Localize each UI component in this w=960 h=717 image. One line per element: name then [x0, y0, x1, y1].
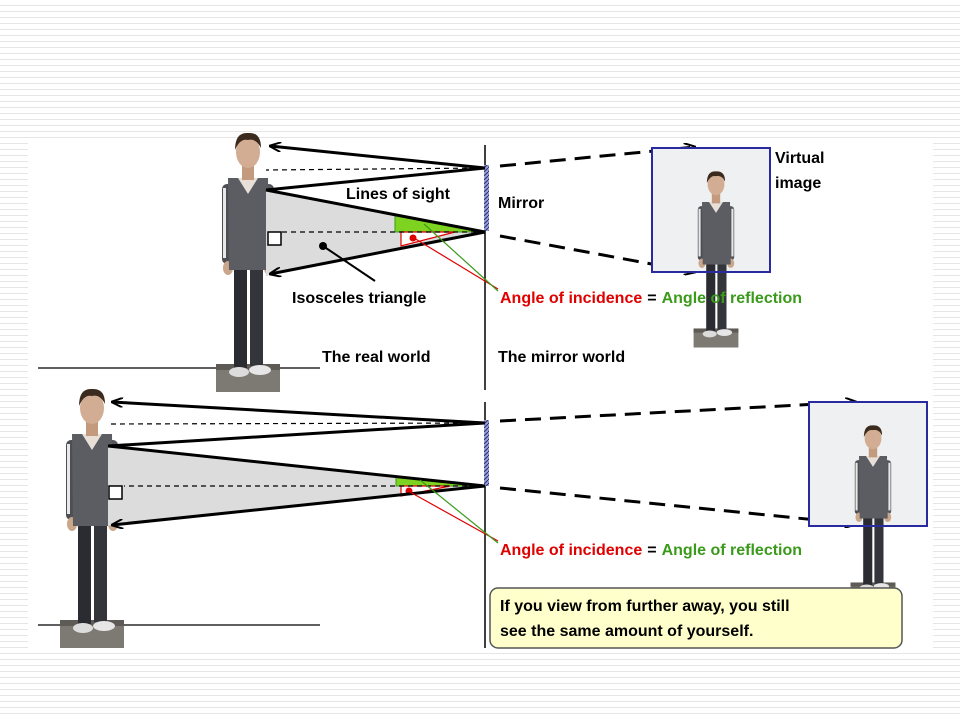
angle-equation-top: Angle of incidence = Angle of reflection	[500, 290, 802, 307]
sight-ray	[112, 402, 486, 425]
angle-incidence-label: Angle of incidence	[500, 542, 642, 559]
eye-box	[108, 485, 123, 500]
reflection-pointer	[423, 223, 499, 292]
mirror-world-label: The mirror world	[498, 349, 625, 366]
equals-sign: =	[647, 290, 656, 307]
projected-ray	[499, 402, 856, 423]
sight-ray	[265, 188, 486, 234]
note-line1: If you view from further away, you still	[500, 598, 790, 615]
triangle-pointer-dot	[319, 242, 327, 250]
incidence-pointer	[413, 237, 499, 290]
triangle-pointer	[322, 245, 376, 282]
virtual-image-label-line1: Virtual	[775, 150, 825, 167]
equals-sign: =	[647, 542, 656, 559]
virtual-image-border	[808, 401, 928, 527]
sight-ray	[107, 444, 486, 488]
isosceles-triangle-label: Isosceles triangle	[292, 290, 426, 307]
eye-box	[267, 231, 282, 246]
mirror-surface	[484, 165, 489, 231]
note-line2: see the same amount of yourself.	[500, 623, 753, 640]
top-scene: Lines of sight Mirror Virtual image Isos…	[38, 132, 825, 393]
incidence-dot	[409, 234, 417, 242]
angle-incidence-label: Angle of incidence	[500, 290, 642, 307]
sight-ray	[270, 146, 486, 170]
reflection-pointer	[419, 479, 499, 544]
angle-reflection-label: Angle of reflection	[662, 290, 802, 307]
isosceles-triangle-shape	[266, 190, 485, 276]
lines-of-sight-label: Lines of sight	[346, 186, 451, 203]
diagram-panel	[28, 143, 933, 650]
sight-ray	[265, 166, 486, 192]
sight-ray-dashed	[265, 167, 486, 171]
virtual-image-border	[651, 147, 771, 273]
angle-equation-bottom: Angle of incidence = Angle of reflection	[500, 542, 802, 559]
angle-reflection-label: Angle of reflection	[662, 542, 802, 559]
projected-ray	[499, 486, 856, 524]
sight-ray	[112, 484, 486, 525]
incidence-pointer	[409, 491, 499, 542]
note-box	[489, 587, 903, 649]
sight-ray	[270, 230, 486, 274]
isosceles-triangle-shape	[108, 446, 485, 526]
virtual-image-label-line2: image	[775, 175, 821, 192]
bottom-scene: Angle of incidence = Angle of reflection I…	[38, 388, 928, 649]
sight-ray	[107, 421, 486, 448]
mirror-surface	[484, 420, 489, 486]
mirror-label: Mirror	[498, 195, 544, 212]
real-world-label: The real world	[322, 349, 430, 366]
